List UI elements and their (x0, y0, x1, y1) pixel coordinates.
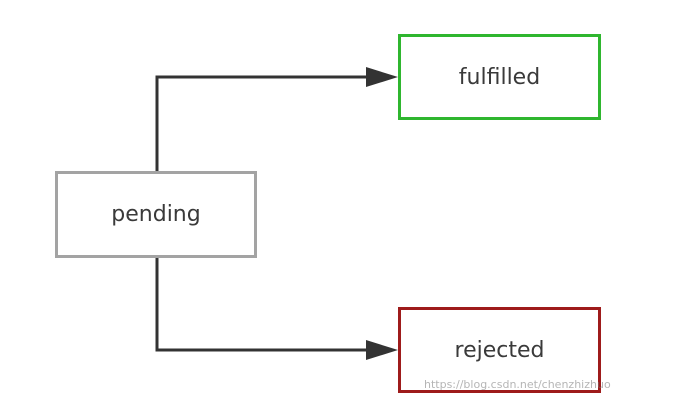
arrowhead-fulfilled (366, 67, 398, 87)
watermark: https://blog.csdn.net/chenzhizhuo (424, 378, 611, 391)
arrowhead-rejected (366, 340, 398, 360)
fulfilled-label: fulfilled (458, 64, 541, 90)
edge-pending-to-fulfilled (155, 75, 392, 171)
rejected-node: rejected (398, 307, 601, 393)
pending-label: pending (111, 202, 201, 227)
pending-node: pending (55, 171, 257, 258)
rejected-label: rejected (454, 337, 545, 363)
edge-pending-to-rejected (155, 258, 392, 352)
fulfilled-node: fulfilled (398, 34, 601, 120)
